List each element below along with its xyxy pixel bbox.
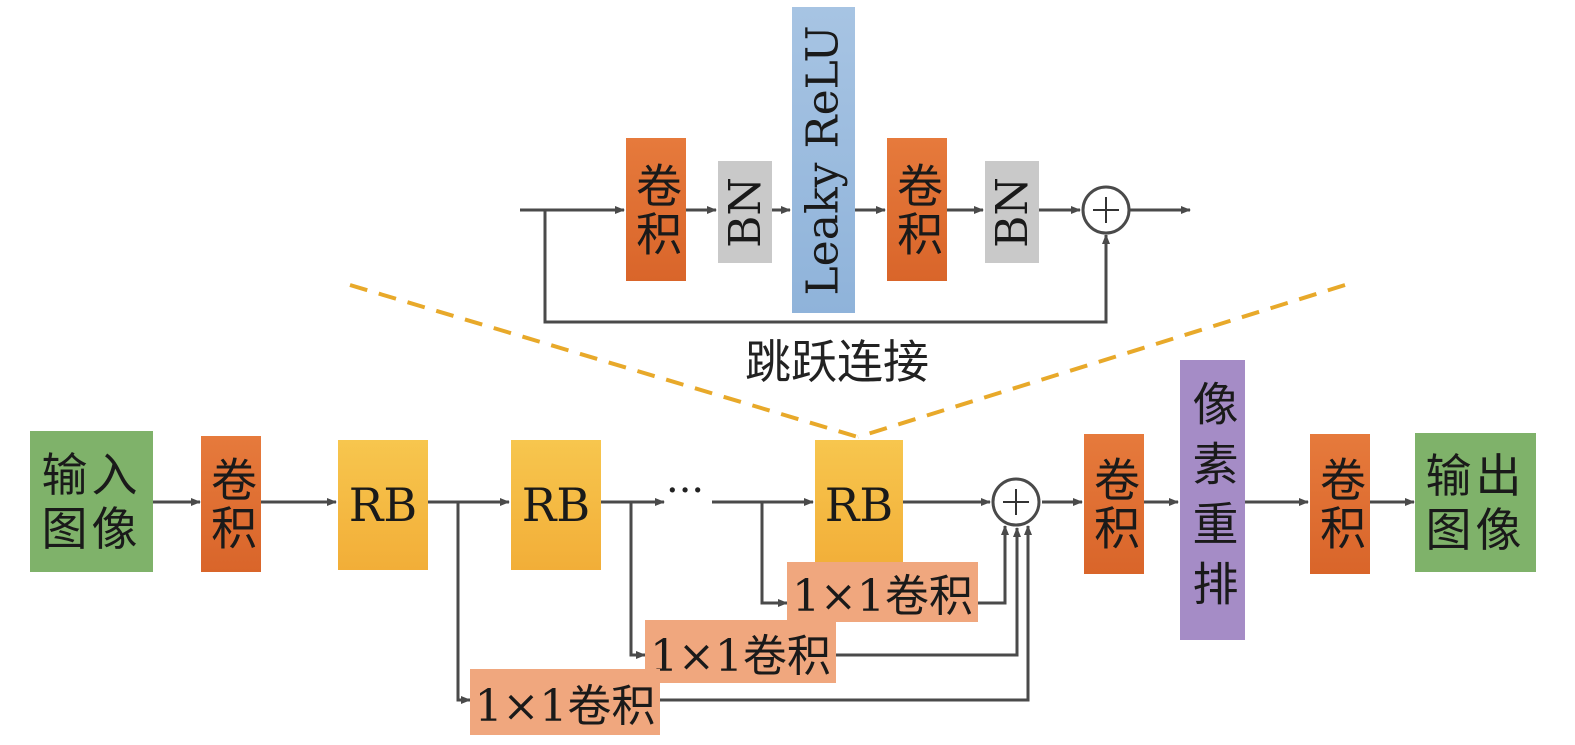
top-bn-label-1: BN	[719, 176, 771, 248]
zoom-dashed-line-right	[857, 283, 1346, 439]
merge-line-b	[836, 527, 1021, 657]
conv1x1-label-a: 1×1卷积	[792, 571, 973, 622]
input-image-label: 输入图像	[41, 447, 142, 556]
merge-line-a	[978, 525, 1009, 605]
ellipsis: ···	[666, 468, 705, 514]
merge-line-c	[660, 525, 1032, 702]
mid-conv-block: 卷积	[1084, 434, 1144, 574]
top-bn-block-1: BN	[718, 161, 772, 263]
top-bn-block-2: BN	[985, 161, 1039, 263]
pixel-shuffle-block: 像素重排	[1180, 360, 1245, 640]
output-conv-label: 卷积	[1313, 456, 1367, 552]
skip-connection-line	[543, 210, 1110, 324]
branch-line-a	[760, 502, 788, 607]
rb-block-3: RB	[815, 440, 903, 570]
conv1x1-block-b: 1×1卷积	[645, 620, 836, 683]
output-image-block: 输出图像	[1415, 433, 1536, 572]
top-bn-label-2: BN	[986, 176, 1038, 248]
conv1x1-label-c: 1×1卷积	[474, 681, 656, 732]
mid-conv-label: 卷积	[1087, 456, 1141, 552]
output-image-label: 输出图像	[1425, 448, 1526, 557]
branch-line-b	[629, 502, 646, 659]
rb-label-2: RB	[521, 478, 591, 532]
skip-connection-label: 跳跃连接	[745, 335, 929, 389]
input-conv-block: 卷积	[201, 436, 261, 572]
top-conv-label-2: 卷积	[890, 161, 944, 258]
rb-label-1: RB	[348, 478, 418, 532]
main-sum-node	[991, 477, 1041, 527]
output-conv-block: 卷积	[1310, 434, 1370, 574]
rb-block-1: RB	[338, 440, 428, 570]
branch-line-c	[456, 502, 471, 704]
rb-label-3: RB	[824, 478, 894, 532]
conv1x1-block-c: 1×1卷积	[470, 669, 660, 735]
input-image-block: 输入图像	[30, 431, 153, 572]
conv1x1-label-b: 1×1卷积	[650, 630, 831, 682]
conv1x1-block-a: 1×1卷积	[787, 562, 978, 622]
top-sum-node	[1081, 185, 1131, 235]
pixel-shuffle-label: 像素重排	[1185, 380, 1240, 620]
input-conv-label: 卷积	[204, 456, 258, 552]
top-conv-block-1: 卷积	[626, 138, 686, 281]
top-conv-block-2: 卷积	[887, 138, 947, 281]
leaky-relu-block: Leaky ReLU	[792, 7, 855, 313]
leaky-relu-label: Leaky ReLU	[798, 24, 849, 296]
top-conv-label-1: 卷积	[629, 161, 683, 258]
rb-block-2: RB	[511, 440, 601, 570]
